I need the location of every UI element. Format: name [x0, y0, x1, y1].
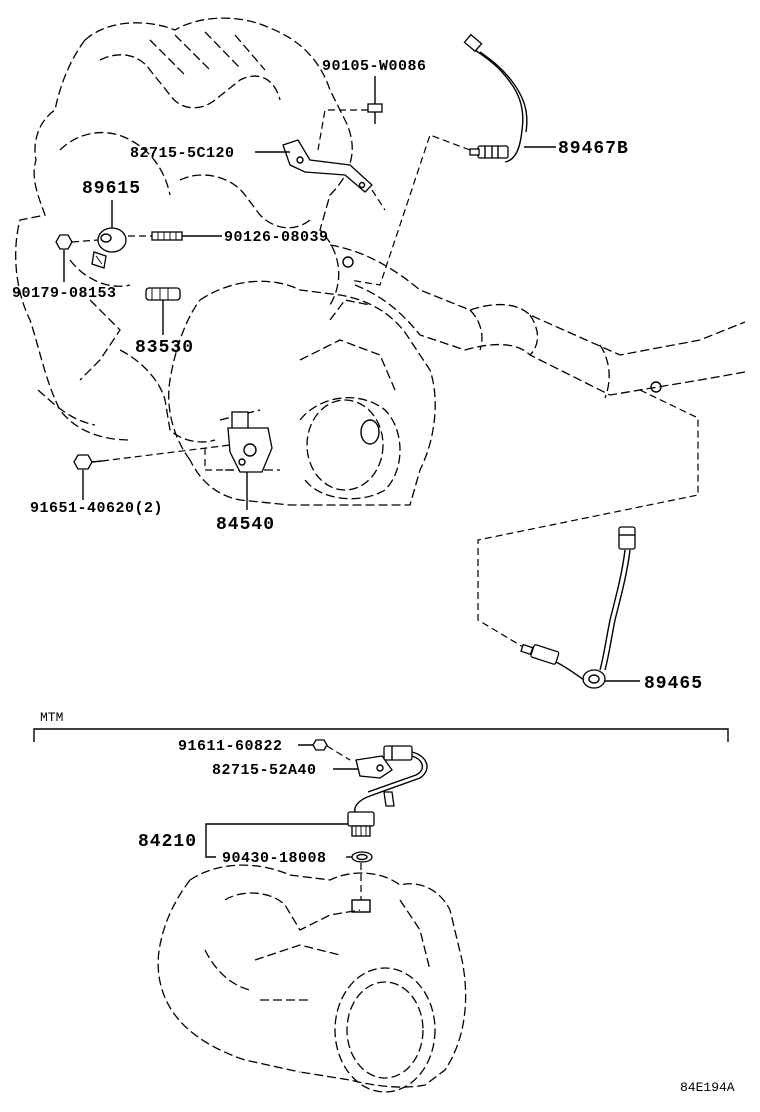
dashed-guide-90105: [317, 109, 368, 151]
label-84540: 84540: [216, 515, 275, 535]
exhaust-pipe-illustration: [329, 244, 746, 399]
gasket-90430: [351, 851, 373, 863]
label-90179-08153: 90179-08153: [12, 285, 117, 302]
dashed-guide-91651: [101, 444, 231, 462]
oxygen-sensor-89465: [520, 526, 636, 689]
section-bracket-mtm: [33, 728, 729, 742]
bracket-82715-52a40: [355, 755, 393, 779]
label-91651-40620: 91651-40620(2): [30, 500, 163, 517]
label-82715-52a40: 82715-52A40: [212, 762, 317, 779]
section-label-mtm: MTM: [40, 710, 63, 725]
label-90105-w0086: 90105-W0086: [322, 58, 427, 75]
switch-84210: [347, 811, 375, 837]
dashed-guide-82715-5c120: [371, 189, 386, 211]
nut-90179: [55, 234, 73, 250]
bolt-91651: [73, 454, 103, 470]
knock-sensor-89615: [91, 227, 127, 269]
leader-84210-lower: [205, 840, 216, 858]
label-90126-08039: 90126-08039: [224, 229, 329, 246]
label-83530: 83530: [135, 338, 194, 358]
dashed-guide-90179: [71, 239, 99, 243]
switch-84540: [227, 411, 273, 473]
bolt-91611: [312, 739, 328, 751]
leader-84210-upper: [205, 823, 348, 840]
label-89615: 89615: [82, 179, 141, 199]
label-90430-18008: 90430-18008: [222, 850, 327, 867]
dashed-guide-89465: [477, 389, 699, 651]
oxygen-sensor-89467b: [463, 33, 528, 163]
manual-transaxle-illustration: [157, 864, 467, 1093]
switch-83530: [145, 287, 181, 301]
engine-assembly-illustration: [15, 17, 353, 443]
label-91611-60822: 91611-60822: [178, 738, 283, 755]
bracket-82715-5c120: [282, 139, 373, 193]
transaxle-illustration: [168, 280, 436, 506]
label-89465: 89465: [644, 674, 703, 694]
dashed-guide-91611: [326, 745, 351, 761]
label-84210: 84210: [138, 832, 197, 852]
label-82715-5c120: 82715-5C120: [130, 145, 235, 162]
backup-switch-harness: [354, 745, 428, 816]
figure-id: 84E194A: [680, 1080, 735, 1095]
label-89467b: 89467B: [558, 139, 629, 159]
dashed-guide-84540-lower: [204, 448, 238, 471]
dashed-guide-89467b: [349, 134, 471, 286]
bolt-90105: [367, 103, 383, 124]
stud-90126: [151, 231, 183, 241]
